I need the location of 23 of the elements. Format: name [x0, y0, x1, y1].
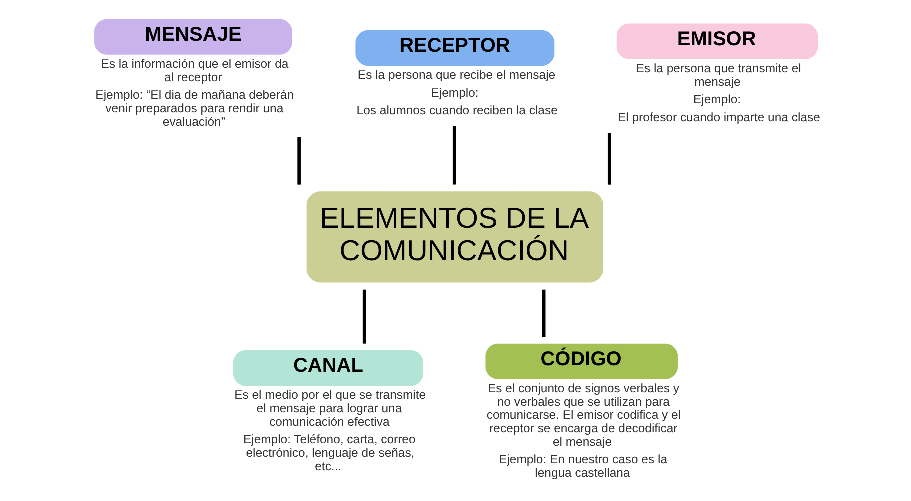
- node-label: Los alumnos cuando reciben la clase: [356, 104, 558, 118]
- connector: [607, 133, 611, 185]
- node-box: RECEPTOR: [355, 30, 554, 66]
- connector: [452, 126, 456, 185]
- node-label: Es la información que el emisor da al receptor: [100, 57, 288, 84]
- node-label: Ejemplo: “El dia de mañana deberán venir preparados para rendir una evaluación”: [95, 88, 294, 129]
- node-label: Ejemplo:: [430, 86, 478, 100]
- connector: [297, 137, 300, 185]
- node-box: CANAL: [232, 350, 423, 386]
- node-label: Ejemplo: Teléfono, carta, correo electrónico, lenguaje de señas, etc...: [242, 432, 416, 474]
- node-box: CÓDIGO: [485, 344, 678, 380]
- node-label: Ejemplo: En nuestro caso es la lengua castellana: [498, 452, 667, 480]
- node-box: MENSAJE: [94, 19, 292, 55]
- connector: [542, 290, 546, 338]
- node-label: Es el medio por el que se transmite el mensaje para lograr una comunicación efectiva: [234, 388, 426, 429]
- node-box: EMISOR: [616, 24, 818, 60]
- node-label: Ejemplo:: [693, 92, 741, 107]
- node-label: Es la persona que transmite el mensaje: [636, 61, 801, 89]
- node-label: Es el conjunto de signos verbales y no verbales que se utilizan para comunicarse. El emisor codifica y el receptor se encarga de decodificar el mensaje: [486, 382, 681, 449]
- connector: [362, 290, 366, 344]
- node-label: Es la persona que recibe el mensaje: [357, 68, 556, 82]
- node-label: El profesor cuando imparte una clase: [617, 110, 820, 124]
- node-box: ELEMENTOS DE LA COMUNICACIÓN: [306, 192, 604, 283]
